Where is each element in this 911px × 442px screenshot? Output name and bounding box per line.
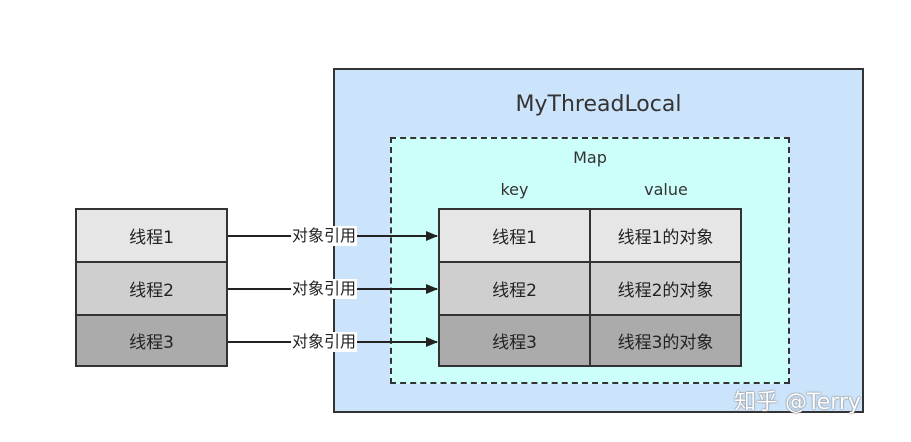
map-key-cell-1: 线程1 (438, 208, 591, 263)
map-value-cell-3: 线程3的对象 (589, 314, 742, 367)
key-header: key (500, 180, 529, 199)
mythreadlocal-title: MyThreadLocal (515, 92, 682, 117)
thread-box-1: 线程1 (75, 208, 228, 263)
thread-box-3: 线程3 (75, 314, 228, 367)
map-value-cell-2: 线程2的对象 (589, 261, 742, 316)
thread-box-2: 线程2 (75, 261, 228, 316)
reference-label-2: 对象引用 (291, 279, 358, 299)
reference-label-3: 对象引用 (291, 332, 358, 352)
map-value-cell-1: 线程1的对象 (589, 208, 742, 263)
value-header: value (644, 180, 688, 199)
reference-label-1: 对象引用 (291, 226, 358, 246)
map-key-cell-3: 线程3 (438, 314, 591, 367)
map-label: Map (573, 148, 607, 167)
watermark: 知乎 @Terry (734, 390, 861, 415)
